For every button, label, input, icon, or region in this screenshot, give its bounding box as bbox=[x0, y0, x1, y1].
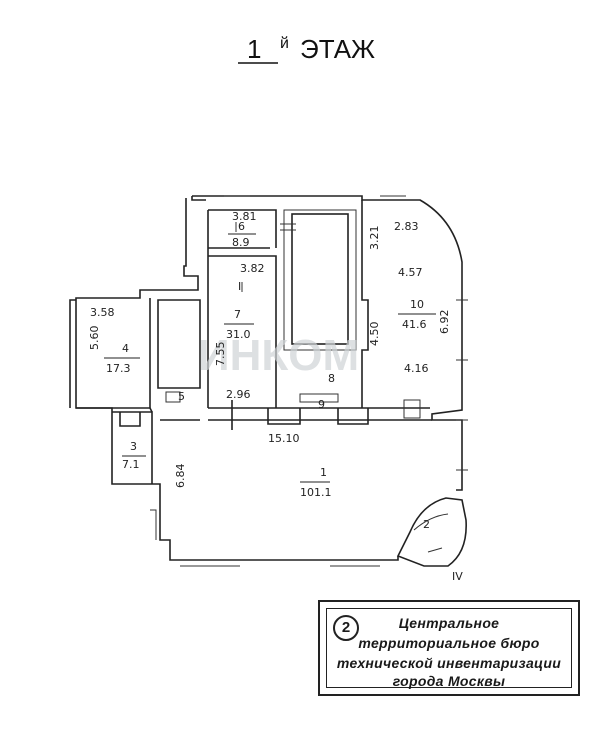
dim-label: 6.92 bbox=[438, 310, 451, 335]
dim-label: I bbox=[238, 280, 241, 293]
section-marker: IV bbox=[452, 570, 463, 583]
room-id-4: 4 bbox=[122, 342, 129, 355]
dim-label: 3.58 bbox=[90, 306, 115, 319]
floor-title: 1 й ЭТАЖ bbox=[238, 34, 375, 64]
dim-label: 4.16 bbox=[404, 362, 429, 375]
room-area-3: 7.1 bbox=[122, 458, 140, 471]
stamp-number: 2 bbox=[333, 615, 359, 641]
bti-stamp: 2 Центральное территориальное бюро техни… bbox=[318, 600, 580, 696]
room-id-5: 5 bbox=[178, 390, 185, 403]
interior-walls bbox=[76, 195, 468, 567]
dim-label: 5.60 bbox=[88, 326, 101, 351]
dim-label: 2.83 bbox=[394, 220, 419, 233]
stamp-line: города Москвы bbox=[392, 673, 506, 689]
dim-label: 6.84 bbox=[174, 464, 187, 489]
room-id-10: 10 bbox=[410, 298, 424, 311]
room-area-6: 8.9 bbox=[232, 236, 250, 249]
dim-label: 3.82 bbox=[240, 262, 265, 275]
room-id-8: 8 bbox=[328, 372, 335, 385]
dim-label: 3.21 bbox=[368, 226, 381, 251]
room-area-4: 17.3 bbox=[106, 362, 131, 375]
room-id-1: 1 bbox=[320, 466, 327, 479]
room-id-9: 9 bbox=[318, 398, 325, 411]
floor-label: ЭТАЖ bbox=[300, 34, 375, 64]
outer-walls bbox=[69, 195, 463, 561]
dim-label: 4.50 bbox=[368, 322, 381, 347]
room-labels: 1 101.1 2 3 7.1 4 17.3 5 6 8.9 7 31.0 8 … bbox=[104, 220, 436, 531]
stamp-frame: 2 Центральное территориальное бюро техни… bbox=[326, 608, 572, 689]
room-id-2: 2 bbox=[423, 518, 430, 531]
stamp-line: территориальное бюро bbox=[358, 635, 540, 651]
dimension-labels: 3.81 3.82 3.58 5.60 7.55 2.96 15.10 6.84… bbox=[88, 210, 463, 583]
floor-number: 1 bbox=[247, 34, 261, 64]
floor-suffix: й bbox=[280, 35, 289, 52]
room-id-6: 6 bbox=[238, 220, 245, 233]
dim-label: 4.57 bbox=[398, 266, 423, 279]
dim-label: 2.96 bbox=[226, 388, 251, 401]
watermark: ИНКОМ bbox=[198, 331, 359, 380]
room-area-7: 31.0 bbox=[226, 328, 251, 341]
dim-label: 3.81 bbox=[232, 210, 257, 223]
room-area-1: 101.1 bbox=[300, 486, 332, 499]
room-area-10: 41.6 bbox=[402, 318, 427, 331]
stamp-line: технической инвентаризации bbox=[336, 655, 562, 671]
dim-label: 15.10 bbox=[268, 432, 300, 445]
room-id-3: 3 bbox=[130, 440, 137, 453]
stamp-line: Центральное bbox=[398, 615, 500, 631]
dim-label: 7.55 bbox=[214, 342, 227, 367]
room-id-7: 7 bbox=[234, 308, 241, 321]
